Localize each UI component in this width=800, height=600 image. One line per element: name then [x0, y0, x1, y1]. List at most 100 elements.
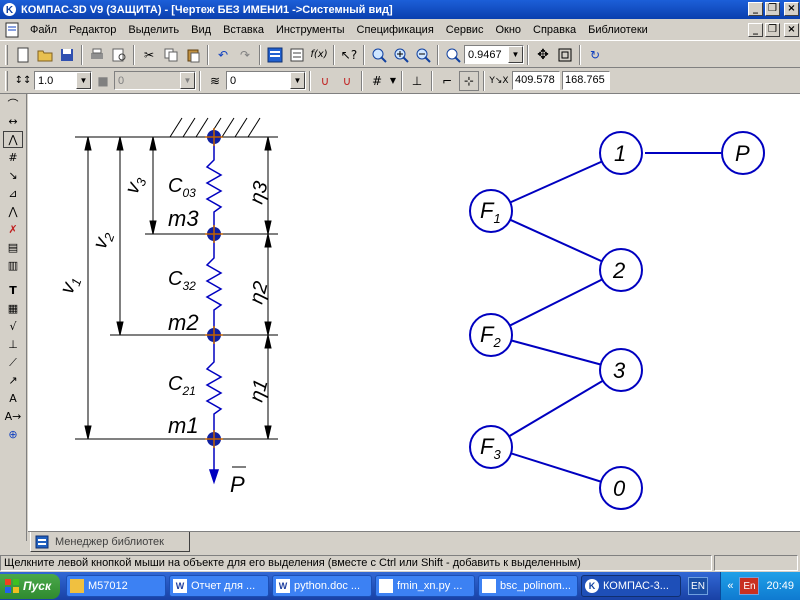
- windows-logo-icon: [5, 579, 19, 593]
- cursor-snap-icon[interactable]: ⊹: [459, 70, 479, 91]
- copy-icon[interactable]: [161, 45, 181, 65]
- label-c03-sub: 03: [182, 186, 196, 200]
- help-pointer-icon[interactable]: ↖?: [340, 47, 358, 62]
- zoom-window-icon[interactable]: [369, 45, 389, 65]
- restore-button[interactable]: ❐: [765, 2, 780, 16]
- start-button[interactable]: Пуск: [0, 573, 60, 599]
- arrow-view-icon[interactable]: A→: [4, 410, 22, 423]
- print-icon[interactable]: [87, 45, 107, 65]
- cut-line-icon[interactable]: ⊕: [8, 428, 18, 441]
- variables-icon[interactable]: [287, 45, 307, 65]
- insert-fragment-icon[interactable]: ▥: [7, 259, 19, 272]
- designations-icon[interactable]: ⋀: [3, 131, 23, 148]
- close-button[interactable]: ×: [784, 2, 799, 16]
- paste-icon[interactable]: [183, 45, 203, 65]
- open-folder-icon[interactable]: [35, 45, 55, 65]
- menu-select[interactable]: Выделить: [128, 23, 180, 36]
- scale-combo[interactable]: 1.0▼: [34, 71, 92, 90]
- zoom-value: 0.9467: [468, 48, 502, 61]
- new-file-icon[interactable]: [13, 45, 33, 65]
- measure-icon[interactable]: ⊿: [8, 187, 18, 200]
- menu-editor[interactable]: Редактор: [69, 23, 117, 36]
- local-snap-icon[interactable]: ∪: [342, 73, 352, 88]
- layer-combo[interactable]: 0▼: [226, 71, 306, 90]
- menu-file[interactable]: Файл: [30, 23, 58, 36]
- formula-icon[interactable]: f(x): [310, 49, 328, 60]
- toolbar-grip[interactable]: [5, 70, 8, 91]
- zoom-scale-icon[interactable]: [443, 45, 463, 65]
- dimensions-icon[interactable]: ↔: [8, 115, 18, 128]
- undo-icon[interactable]: ↶: [217, 47, 229, 62]
- svg-text:C03: C03: [168, 175, 196, 200]
- style-value: 0: [118, 74, 125, 87]
- pan-icon[interactable]: ✥: [537, 46, 549, 63]
- tolerance-icon[interactable]: A: [9, 392, 17, 405]
- task-fmin[interactable]: fmin_xn.py ...: [375, 575, 475, 597]
- parametrization-icon[interactable]: ↘: [8, 169, 18, 182]
- menu-tools[interactable]: Инструменты: [275, 23, 345, 36]
- task-folder[interactable]: M57012: [66, 575, 166, 597]
- menu-view[interactable]: Вид: [191, 23, 212, 36]
- status-message: Щелкните левой кнопкой мыши на объекте д…: [0, 555, 712, 571]
- drawing-canvas[interactable]: v1 v2 v3 C03 C32 C21 m3 m2 m1 η3 η2 η1 P: [28, 94, 800, 531]
- keyboard-layout-indicator[interactable]: En: [739, 577, 760, 595]
- report-icon[interactable]: ▤: [7, 241, 19, 254]
- roughness-icon[interactable]: √: [9, 320, 17, 333]
- geometry-icon[interactable]: ⌒: [7, 97, 19, 111]
- menu-service[interactable]: Сервис: [445, 23, 484, 36]
- doc-minimize-button[interactable]: _: [748, 23, 763, 37]
- base-icon[interactable]: ⊥: [8, 338, 18, 351]
- leader-icon[interactable]: ⟋: [9, 355, 17, 369]
- library-manager-tab[interactable]: Менеджер библиотек: [30, 532, 190, 552]
- doc-restore-button[interactable]: ❐: [765, 23, 780, 37]
- doc-close-button[interactable]: ×: [784, 23, 799, 37]
- label-c21-sub: 21: [181, 384, 195, 398]
- show-all-icon[interactable]: [555, 45, 575, 65]
- menu-insert[interactable]: Вставка: [223, 23, 264, 36]
- grid-chevron-icon[interactable]: ▼: [389, 76, 397, 85]
- chevron-down-icon[interactable]: ▼: [290, 72, 305, 89]
- node-0-label: 0: [613, 476, 626, 501]
- tree-manager-icon[interactable]: [265, 45, 285, 65]
- spec-icon[interactable]: ✗: [8, 223, 18, 236]
- task-bsc-polinom[interactable]: bsc_polinom...: [478, 575, 578, 597]
- menu-window[interactable]: Окно: [495, 23, 522, 36]
- selection-icon[interactable]: ⋀: [8, 205, 18, 218]
- task-label: M57012: [88, 580, 128, 592]
- minimize-button[interactable]: _: [748, 2, 763, 16]
- print-preview-icon[interactable]: [109, 45, 129, 65]
- zoom-combo[interactable]: 0.9467 ▼: [464, 45, 524, 64]
- grid-icon[interactable]: #: [371, 73, 383, 88]
- ortho-icon[interactable]: ⌐: [441, 73, 453, 88]
- zoom-out-icon[interactable]: [413, 45, 433, 65]
- zoom-in-icon[interactable]: [391, 45, 411, 65]
- extension-lines: [75, 136, 278, 440]
- chevron-down-icon[interactable]: ▼: [76, 72, 91, 89]
- document-icon[interactable]: [4, 22, 20, 38]
- cut-icon[interactable]: ✂: [143, 47, 155, 62]
- menu-libraries[interactable]: Библиотеки: [588, 23, 648, 36]
- language-indicator[interactable]: EN: [688, 577, 708, 595]
- local-cs-icon[interactable]: ⊥: [411, 73, 423, 88]
- node-f2-sub: 2: [492, 335, 501, 350]
- coord-x-field[interactable]: 409.578: [512, 71, 560, 90]
- refresh-icon[interactable]: ↻: [589, 47, 601, 62]
- chevron-down-icon[interactable]: ▼: [508, 46, 523, 63]
- coord-y-field[interactable]: 168.765: [562, 71, 610, 90]
- menu-bar: Файл Редактор Выделить Вид Вставка Инстр…: [0, 19, 800, 41]
- menu-specification[interactable]: Спецификация: [356, 23, 434, 36]
- snap-magnet-icon[interactable]: ∪: [320, 73, 330, 88]
- tray-expand-icon[interactable]: «: [727, 580, 734, 592]
- editing-icon[interactable]: #: [8, 151, 18, 164]
- redo-icon[interactable]: ↷: [239, 47, 251, 62]
- position-icon[interactable]: ↗: [8, 374, 18, 387]
- svg-text:v1: v1: [56, 273, 84, 297]
- save-icon[interactable]: [57, 45, 77, 65]
- text-icon[interactable]: T: [9, 284, 17, 297]
- toolbar-grip[interactable]: [5, 44, 8, 65]
- table-icon[interactable]: ▦: [7, 302, 19, 315]
- menu-help[interactable]: Справка: [533, 23, 577, 36]
